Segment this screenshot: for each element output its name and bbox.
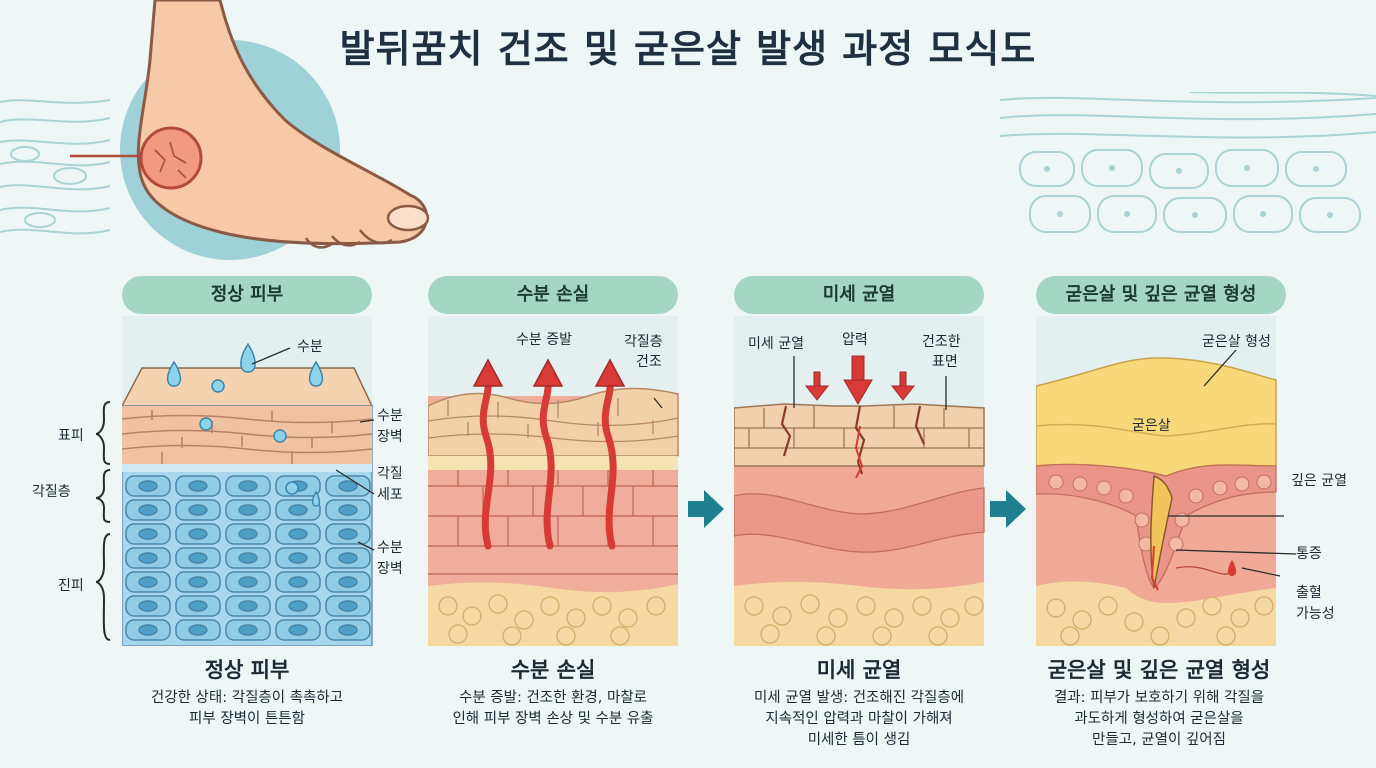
label-bleeding-2: 가능성 xyxy=(1296,606,1335,622)
label-dry-2: 건조 xyxy=(636,354,662,370)
caption-desc-callus: 결과: 피부가 보호하기 위해 각질을 과도하게 형성하여 굳은살을 만들고, … xyxy=(1053,690,1265,748)
caption-title-cracks: 미세 균열 xyxy=(816,658,902,682)
label-cells-1: 각질 xyxy=(377,466,403,482)
moisture-loss-diagram: 수분 증발 각질층 건조 xyxy=(428,316,679,646)
panel-micro-cracks: 미세 균열 미세 균열 압력 건조한 xyxy=(734,276,996,646)
caption-title-moisture: 수분 손실 xyxy=(510,658,596,682)
caption-desc-moisture: 수분 증발: 건조한 환경, 마찰로 인해 피부 장벽 손상 및 수분 유출 xyxy=(452,690,654,727)
label-surface-2: 표면 xyxy=(932,354,958,370)
label-cells-2: 세포 xyxy=(377,487,403,503)
caption-desc-normal: 건강한 상태: 각질층이 촉촉하고 피부 장벽이 튼튼함 xyxy=(150,690,344,727)
label-dry-1: 각질층 xyxy=(624,334,663,350)
callus-diagram: 굳은살 형성 굳은살 xyxy=(1036,316,1297,646)
label-deep-crack: 깊은 균열 xyxy=(1291,473,1347,489)
label-barrier-bottom-1: 수분 xyxy=(377,540,403,556)
label-stratum: 각질층 xyxy=(32,484,71,500)
caption-desc-cracks: 미세 균열 발생: 건조해진 각질층에 지속적인 압력과 마찰이 가해져 미세한… xyxy=(753,690,965,748)
micro-cracks-diagram: 미세 균열 압력 건조한 표면 xyxy=(734,316,985,646)
label-barrier-bottom-2: 장벽 xyxy=(377,561,403,577)
next-arrow-icon xyxy=(688,490,724,528)
foot-illustration xyxy=(70,0,430,260)
label-micro-crack: 미세 균열 xyxy=(748,336,804,352)
caption-title-callus: 굳은살 및 깊은 균열 형성 xyxy=(1047,658,1271,682)
panel-normal-skin: 정상 피부 수분 xyxy=(122,276,384,646)
next-arrow-icon xyxy=(990,490,1026,528)
layer-brackets xyxy=(95,401,111,641)
label-pressure: 압력 xyxy=(842,332,868,348)
label-callus: 굳은살 xyxy=(1132,418,1171,434)
label-callus-forming: 굳은살 형성 xyxy=(1202,334,1271,350)
label-water: 수분 xyxy=(297,339,323,355)
panel-header: 미세 균열 xyxy=(734,276,984,314)
label-epidermis: 표피 xyxy=(58,428,84,444)
panel-callus: 굳은살 및 깊은 균열 형성 굳은살 형성 굳은살 xyxy=(1036,276,1298,646)
cell-pattern-left xyxy=(0,99,111,235)
panel-moisture-loss: 수분 손실 수분 증발 각질층 건조 xyxy=(428,276,690,646)
label-barrier-top-1: 수분 xyxy=(377,408,403,424)
caption-title-normal: 정상 피부 xyxy=(204,658,290,682)
cell-pattern-right xyxy=(1000,92,1376,233)
panel-header: 정상 피부 xyxy=(122,276,372,314)
label-bleeding-1: 출혈 xyxy=(1296,585,1322,601)
label-pain: 통증 xyxy=(1296,546,1322,562)
panel-header: 굳은살 및 깊은 균열 형성 xyxy=(1036,276,1286,314)
label-dermis: 진피 xyxy=(58,578,84,594)
normal-skin-diagram: 수분 xyxy=(122,316,375,646)
label-evaporation: 수분 증발 xyxy=(516,332,572,348)
label-barrier-top-2: 장벽 xyxy=(377,429,403,445)
page-title: 발뒤꿈치 건조 및 굳은살 발생 과정 모식도 xyxy=(339,27,1037,71)
label-surface-1: 건조한 xyxy=(922,334,961,350)
panel-header: 수분 손실 xyxy=(428,276,678,314)
